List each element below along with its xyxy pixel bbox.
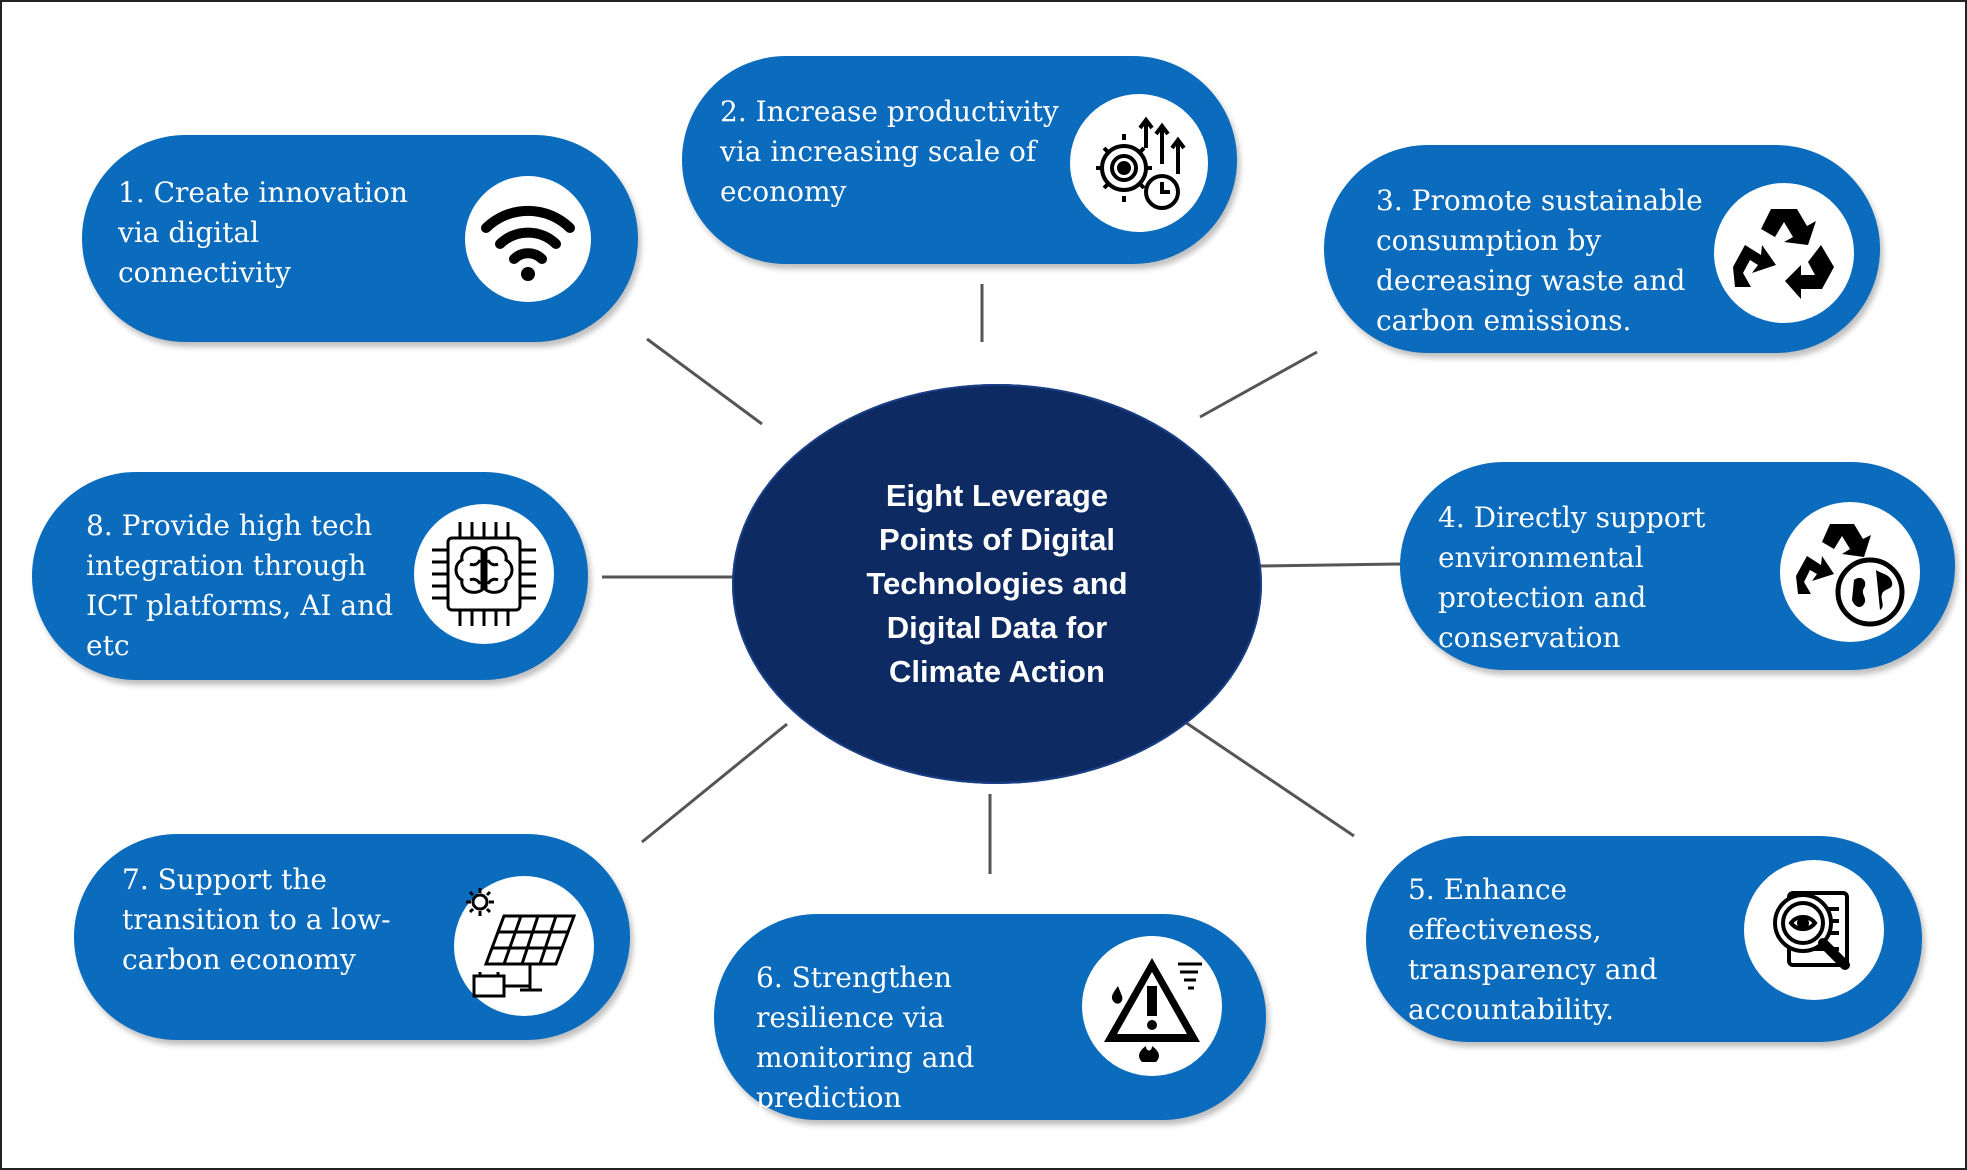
point-4-text: 4. Directly support environmental protec… <box>1438 501 1706 654</box>
point-5-text: 5. Enhance effectiveness, transparency a… <box>1408 873 1658 1026</box>
document-inspection-icon <box>1744 860 1884 1000</box>
point-3-text: 3. Promote sustainable consumption by de… <box>1376 184 1703 337</box>
point-2-text: 2. Increase productivity via increasing … <box>720 95 1059 208</box>
wifi-icon <box>465 176 591 302</box>
point-5-pill: 5. Enhance effectiveness, transparency a… <box>1366 836 1922 1042</box>
central-hub: Eight Leverage Points of Digital Technol… <box>732 384 1262 784</box>
solar-panel-icon <box>454 876 594 1016</box>
point-3-pill: 3. Promote sustainable consumption by de… <box>1324 145 1880 353</box>
connector-4 <box>1257 562 1403 568</box>
connector-5 <box>1181 718 1355 838</box>
recycle-icon <box>1714 183 1854 323</box>
hub-title: Eight Leverage Points of Digital Technol… <box>866 478 1128 689</box>
point-8-text: 8. Provide high tech integration through… <box>86 509 394 662</box>
connector-7 <box>641 722 788 844</box>
point-1-pill: 1. Create innovation via digital connect… <box>82 135 638 342</box>
point-6-text: 6. Strengthen resilience via monitoring … <box>756 961 975 1114</box>
gears-growth-icon <box>1070 94 1208 232</box>
point-8-pill: 8. Provide high tech integration through… <box>32 472 588 680</box>
connector-3 <box>1199 350 1318 419</box>
hazard-warning-icon <box>1082 936 1222 1076</box>
ai-brain-chip-icon <box>414 504 554 644</box>
point-7-text: 7. Support the transition to a low- carb… <box>122 863 391 976</box>
point-6-pill: 6. Strengthen resilience via monitoring … <box>714 914 1266 1120</box>
point-1-text: 1. Create innovation via digital connect… <box>118 176 408 289</box>
recycle-globe-icon <box>1780 502 1920 642</box>
point-4-pill: 4. Directly support environmental protec… <box>1400 462 1955 670</box>
connector-1 <box>646 337 763 426</box>
point-7-pill: 7. Support the transition to a low- carb… <box>74 834 630 1040</box>
point-2-pill: 2. Increase productivity via increasing … <box>682 56 1237 264</box>
